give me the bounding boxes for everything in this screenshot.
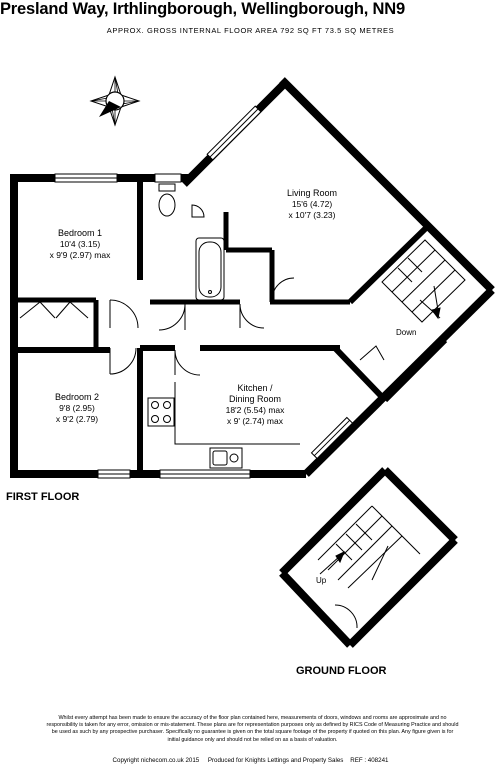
compass-icon bbox=[89, 75, 141, 127]
bedroom2-name: Bedroom 2 bbox=[54, 392, 100, 402]
stairs-down-label: Down bbox=[396, 328, 417, 337]
first-floor-stairs bbox=[381, 239, 466, 323]
bedroom1-size2: x 9'9 (2.97) max bbox=[49, 250, 111, 260]
bathroom-fixtures bbox=[158, 183, 225, 301]
bedroom2-size2: x 9'2 (2.79) bbox=[55, 414, 99, 424]
bedroom1-label: Bedroom 1 10'4 (3.15) x 9'9 (2.97) max bbox=[30, 228, 130, 261]
disclaimer-text: Whilst every attempt has been made to en… bbox=[46, 715, 459, 743]
doors bbox=[109, 277, 385, 376]
windows bbox=[54, 105, 354, 479]
kitchen-name2: Dining Room bbox=[228, 394, 282, 404]
ground-floor-stairs bbox=[317, 505, 421, 629]
footer: Copyright nichecom.co.uk 2015 Produced f… bbox=[0, 757, 501, 764]
bedroom2-size: 9'8 (2.95) bbox=[59, 403, 95, 413]
stairs-up-label: Up bbox=[316, 576, 327, 585]
living-room-size2: x 10'7 (3.23) bbox=[288, 210, 336, 220]
first-floor-label: FIRST FLOOR bbox=[6, 491, 80, 503]
floor-area-subtitle: APPROX. GROSS INTERNAL FLOOR AREA 792 SQ… bbox=[106, 26, 395, 35]
ground-floor-walls bbox=[279, 467, 458, 648]
kitchen-label: Kitchen / Dining Room 18'2 (5.54) max x … bbox=[205, 383, 305, 427]
ground-floor-label: GROUND FLOOR bbox=[296, 665, 387, 677]
living-room-size: 15'6 (4.72) bbox=[291, 199, 333, 209]
footer-produced: Produced for Knights Lettings and Proper… bbox=[207, 757, 344, 764]
bedroom1-size: 10'4 (3.15) bbox=[59, 239, 101, 249]
living-room-name: Living Room bbox=[286, 188, 338, 198]
kitchen-name: Kitchen / bbox=[237, 383, 273, 393]
kitchen-size: 18'2 (5.54) max bbox=[225, 405, 285, 415]
kitchen-size2: x 9' (2.74) max bbox=[227, 416, 283, 426]
page-title: Presland Way, Irthlingborough, Wellingbo… bbox=[0, 0, 405, 18]
bedroom1-name: Bedroom 1 bbox=[57, 228, 103, 238]
kitchen-fixtures bbox=[147, 382, 300, 469]
wardrobe bbox=[19, 301, 89, 319]
footer-copyright: Copyright nichecom.co.uk 2015 bbox=[112, 757, 200, 764]
bedroom2-label: Bedroom 2 9'8 (2.95) x 9'2 (2.79) bbox=[27, 392, 127, 425]
footer-ref: REF : 408241 bbox=[350, 757, 389, 764]
living-room-label: Living Room 15'6 (4.72) x 10'7 (3.23) bbox=[262, 188, 362, 221]
